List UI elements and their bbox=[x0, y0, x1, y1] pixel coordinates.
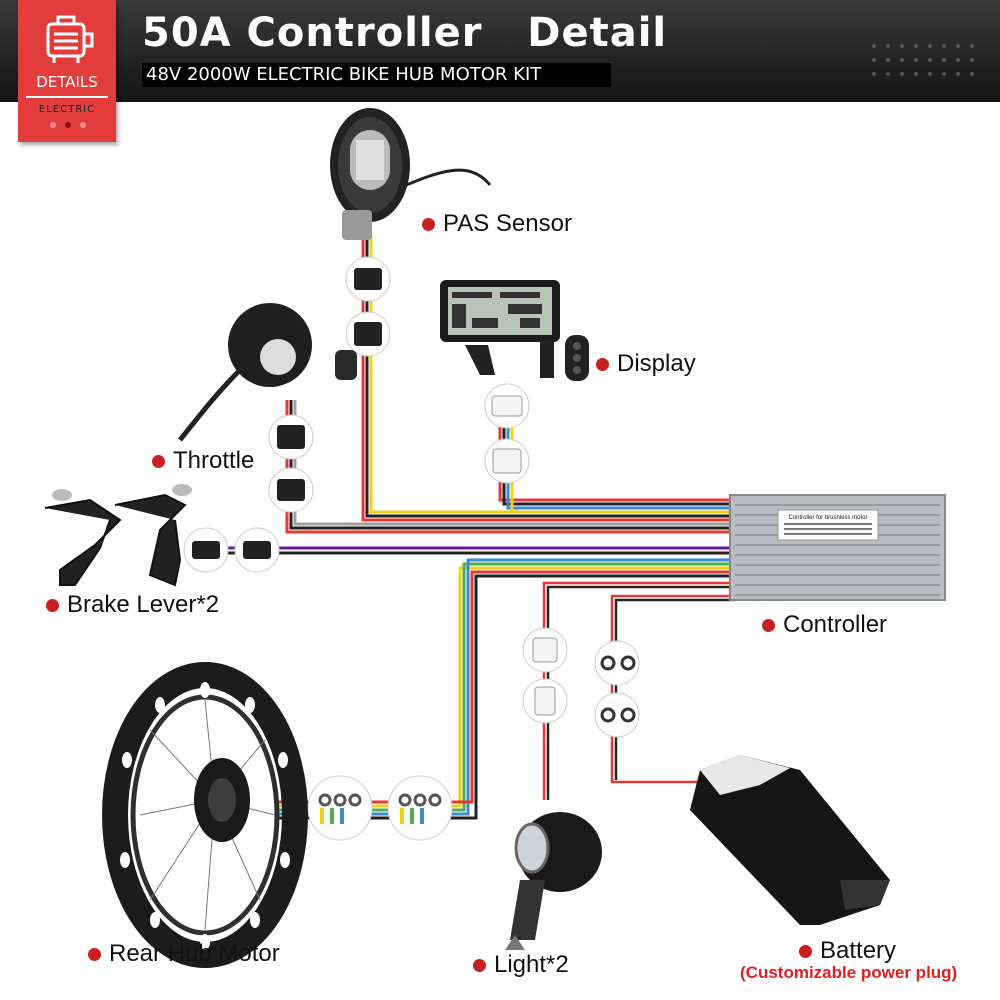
bullet-icon bbox=[596, 357, 609, 371]
battery-connector-bottom bbox=[594, 692, 640, 738]
label-pas-sensor: PAS Sensor bbox=[422, 210, 572, 238]
throttle-connector-top bbox=[268, 414, 314, 460]
bullet-icon bbox=[88, 947, 101, 961]
bullet-icon bbox=[422, 217, 435, 231]
label-brake-lever-text: Brake Lever*2 bbox=[67, 591, 220, 618]
label-display: Display bbox=[596, 350, 696, 378]
display-image bbox=[440, 280, 589, 381]
light-image bbox=[505, 812, 602, 950]
label-pas-sensor-text: PAS Sensor bbox=[443, 210, 572, 237]
label-light: Light*2 bbox=[473, 951, 569, 979]
light-connector-top bbox=[522, 627, 568, 673]
battery-note: (Customizable power plug) bbox=[740, 963, 958, 982]
battery-wire bbox=[610, 594, 735, 784]
details-badge: DETAILS ELECTRIC bbox=[18, 0, 116, 142]
bullet-icon bbox=[152, 454, 165, 468]
page-subtitle: 48V 2000W ELECTRIC BIKE HUB MOTOR KIT bbox=[142, 63, 611, 87]
label-battery: Battery bbox=[799, 937, 896, 965]
badge-dots bbox=[50, 122, 86, 128]
badge-divider bbox=[26, 96, 108, 98]
motor-connector-left bbox=[307, 775, 373, 841]
label-throttle: Throttle bbox=[152, 447, 254, 475]
brake-connector-right bbox=[234, 527, 280, 573]
label-display-text: Display bbox=[617, 350, 696, 377]
page-title: 50A Controller Detail bbox=[142, 10, 668, 56]
battery-connector-top bbox=[594, 640, 640, 686]
pas-sensor-image bbox=[330, 108, 492, 240]
badge-label: DETAILS bbox=[36, 73, 98, 91]
label-rear-hub-motor: Rear Hub Motor bbox=[88, 940, 280, 968]
throttle-image bbox=[178, 303, 357, 442]
label-rear-hub-motor-text: Rear Hub Motor bbox=[109, 940, 280, 967]
throttle-connector-bottom bbox=[268, 467, 314, 513]
light-connector-bottom bbox=[522, 678, 568, 724]
brake-wire bbox=[190, 546, 735, 555]
header-bar: 50A Controller Detail 48V 2000W ELECTRIC… bbox=[0, 0, 1000, 102]
label-throttle-text: Throttle bbox=[173, 447, 255, 474]
pas-connector-top bbox=[345, 256, 391, 302]
badge-sub-label: ELECTRIC bbox=[38, 104, 96, 115]
pas-connector-bottom bbox=[345, 311, 391, 357]
display-connector-top bbox=[484, 383, 530, 429]
motor-icon bbox=[46, 15, 94, 63]
bullet-icon bbox=[473, 958, 486, 972]
bullet-icon bbox=[762, 618, 775, 632]
controller-plate-title: Controller for brushless motor bbox=[788, 515, 867, 521]
brake-connector-left bbox=[183, 527, 229, 573]
light-wire bbox=[542, 581, 735, 800]
decorative-dots bbox=[872, 44, 974, 76]
label-light-text: Light*2 bbox=[494, 951, 569, 978]
brake-lever-image bbox=[44, 484, 192, 587]
display-connector-bottom bbox=[484, 438, 530, 484]
label-controller-text: Controller bbox=[783, 611, 888, 638]
label-battery-text: Battery bbox=[820, 937, 897, 964]
bullet-icon bbox=[46, 598, 59, 612]
label-brake-lever: Brake Lever*2 bbox=[46, 591, 219, 619]
display-wire bbox=[498, 385, 735, 514]
rear-hub-motor-image bbox=[102, 662, 308, 968]
motor-connector-right bbox=[387, 775, 453, 841]
controller-image: Controller for brushless motor bbox=[729, 494, 946, 601]
battery-image bbox=[690, 755, 890, 925]
bullet-icon bbox=[799, 944, 812, 958]
label-controller: Controller bbox=[762, 611, 887, 639]
